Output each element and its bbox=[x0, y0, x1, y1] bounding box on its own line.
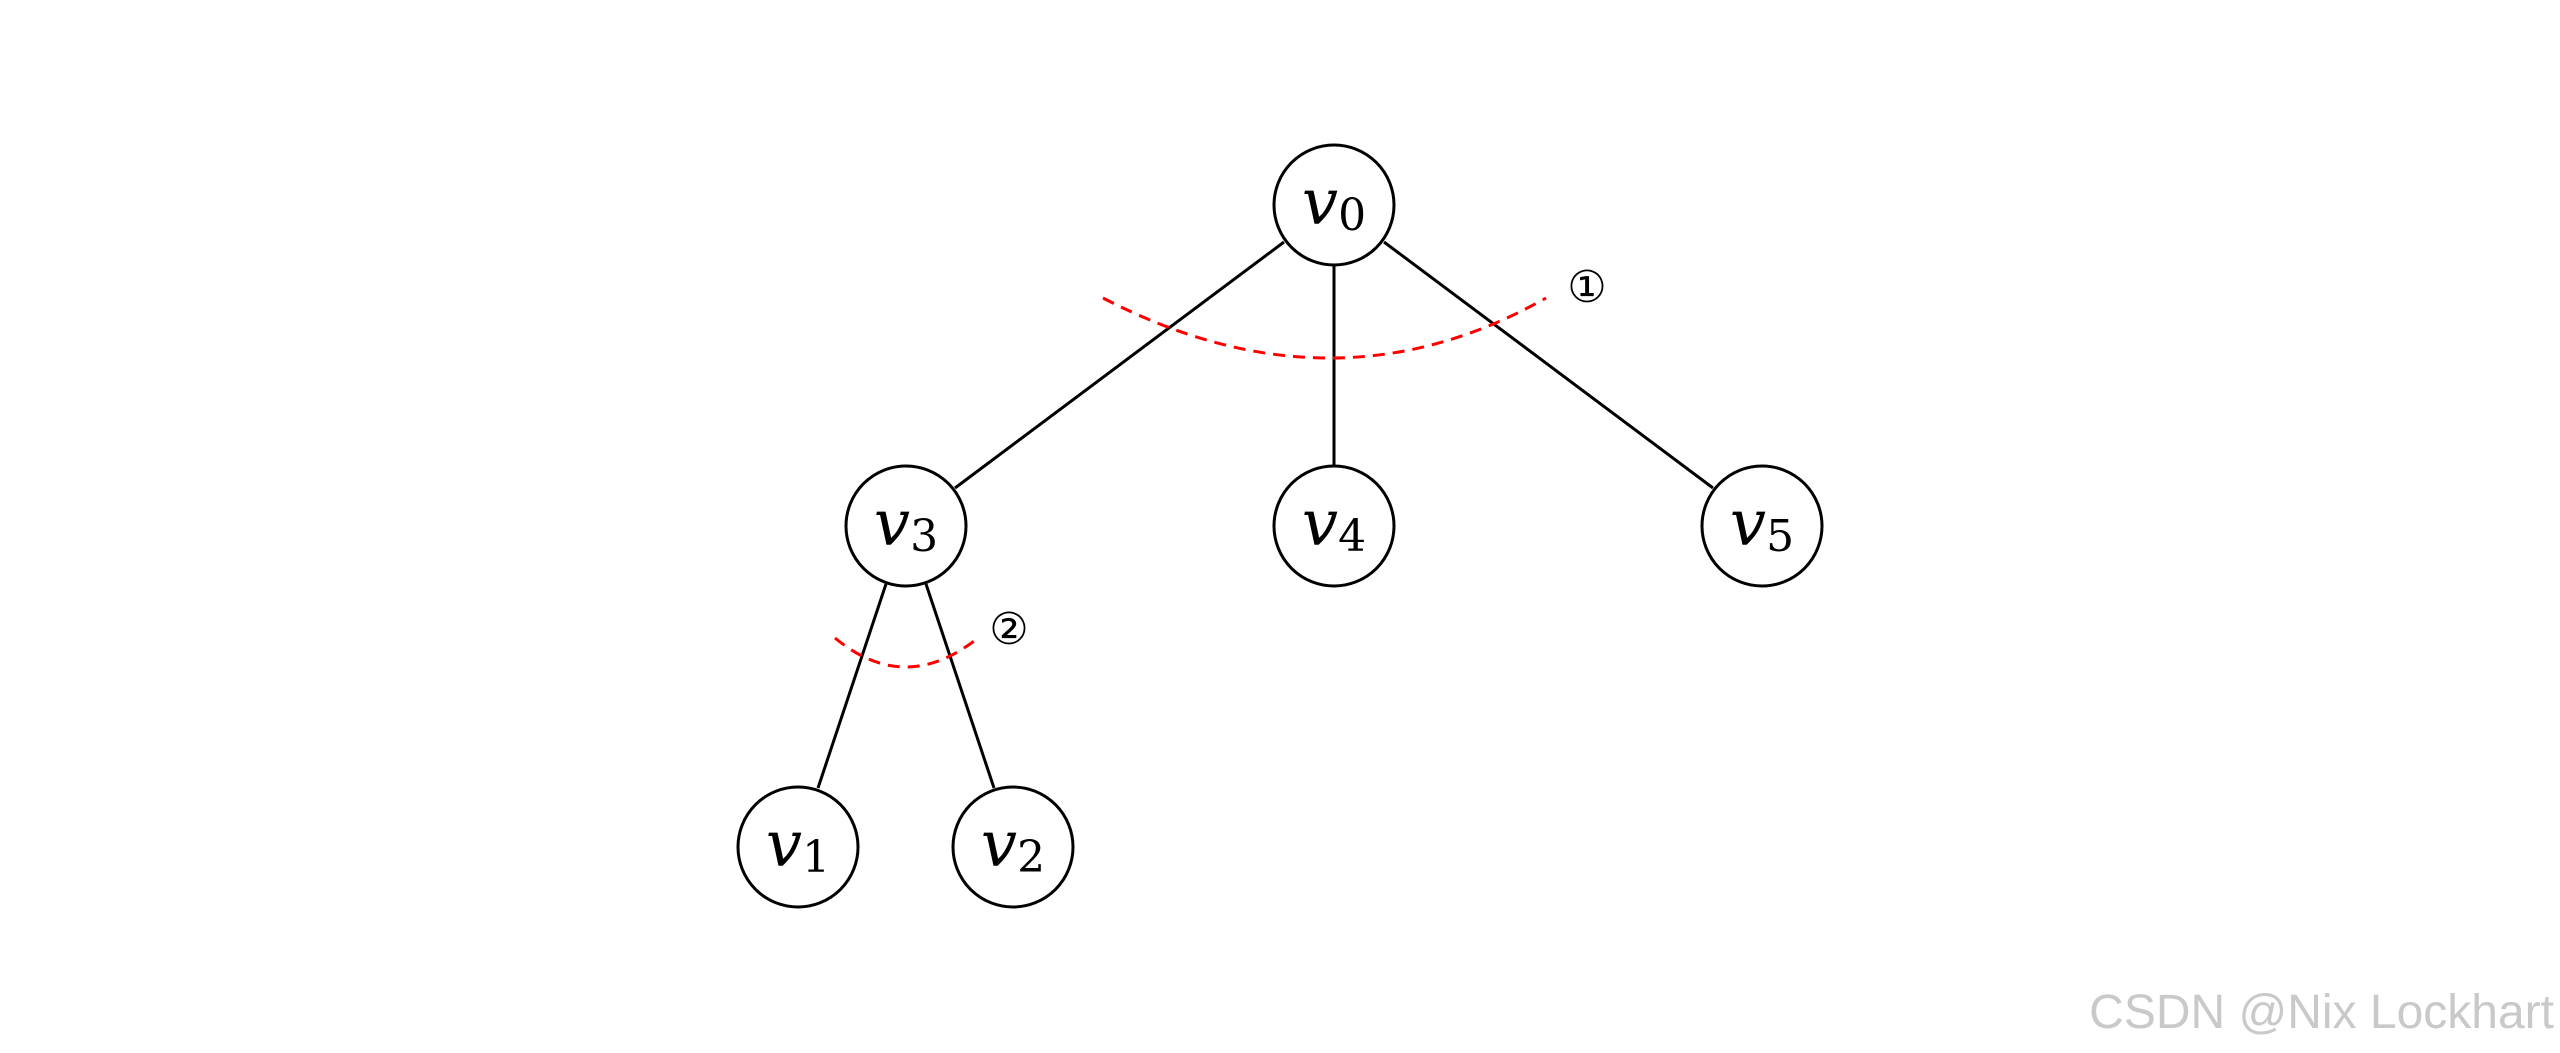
node-label: v3 bbox=[874, 487, 938, 562]
node-v0: v0 bbox=[1272, 143, 1396, 267]
node-label: v2 bbox=[981, 808, 1045, 883]
watermark: CSDN @Nix Lockhart bbox=[2089, 986, 2554, 1039]
node-circle bbox=[1272, 464, 1396, 588]
cut-label-1: ① bbox=[1567, 262, 1606, 313]
node-circle bbox=[951, 785, 1075, 909]
cut-arc-2 bbox=[834, 636, 979, 669]
cut-arc-1 bbox=[1102, 296, 1547, 360]
node-v4: v4 bbox=[1272, 464, 1396, 588]
edge-v3-v1 bbox=[816, 583, 888, 789]
node-circle bbox=[844, 464, 968, 588]
node-label: v5 bbox=[1730, 487, 1794, 562]
node-circle bbox=[1272, 143, 1396, 267]
node-v2: v2 bbox=[951, 785, 1075, 909]
node-label: v0 bbox=[1302, 166, 1366, 241]
edges bbox=[816, 240, 1714, 789]
node-circle bbox=[1700, 464, 1824, 588]
node-label: v4 bbox=[1302, 487, 1366, 562]
node-circle bbox=[736, 785, 860, 909]
node-v3: v3 bbox=[844, 464, 968, 588]
node-v1: v1 bbox=[736, 785, 860, 909]
node-v5: v5 bbox=[1700, 464, 1824, 588]
edge-v3-v2 bbox=[924, 583, 996, 789]
cut-label-2: ② bbox=[989, 604, 1028, 655]
node-label: v1 bbox=[766, 808, 830, 883]
edge-v0-v3 bbox=[954, 240, 1285, 490]
edge-v0-v5 bbox=[1383, 240, 1714, 490]
